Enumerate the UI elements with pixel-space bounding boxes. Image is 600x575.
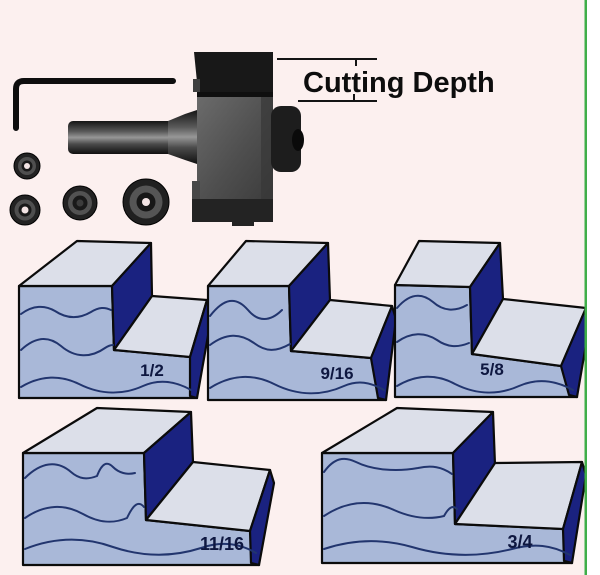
pilot-bearing bbox=[271, 106, 301, 172]
bit-bottom-cutter bbox=[192, 199, 273, 222]
wood-block-3: 5/8 bbox=[393, 239, 592, 399]
bearing-medium bbox=[9, 194, 41, 226]
wood-block-1: 1/2 bbox=[17, 239, 214, 400]
bearing-small bbox=[13, 152, 41, 180]
bit-shank bbox=[68, 121, 174, 154]
rabbeting-router-bit bbox=[68, 52, 304, 226]
wood-block-5: 3/4 bbox=[320, 406, 588, 565]
cutting-depth-measure-lines bbox=[277, 58, 377, 102]
wood-block-4: 11/16 bbox=[21, 406, 276, 567]
block-2-depth-label: 9/16 bbox=[320, 364, 353, 383]
block-3-depth-label: 5/8 bbox=[480, 360, 504, 379]
block-4-depth-label: 11/16 bbox=[200, 534, 244, 554]
right-green-border bbox=[584, 0, 587, 575]
bearing-xlarge bbox=[122, 178, 170, 226]
bearing-large bbox=[62, 185, 98, 221]
bit-shank-cone bbox=[168, 110, 197, 164]
block-5-depth-label: 3/4 bbox=[507, 532, 532, 552]
cutting-depth-label: Cutting Depth bbox=[303, 67, 495, 99]
bit-cutting-groove bbox=[197, 92, 273, 97]
bit-body bbox=[197, 97, 273, 199]
bit-top-cutter bbox=[194, 52, 273, 92]
wood-block-2: 9/16 bbox=[206, 239, 398, 402]
right-white-margin bbox=[587, 0, 600, 575]
hex-key bbox=[13, 78, 176, 131]
block-1-depth-label: 1/2 bbox=[140, 361, 164, 380]
